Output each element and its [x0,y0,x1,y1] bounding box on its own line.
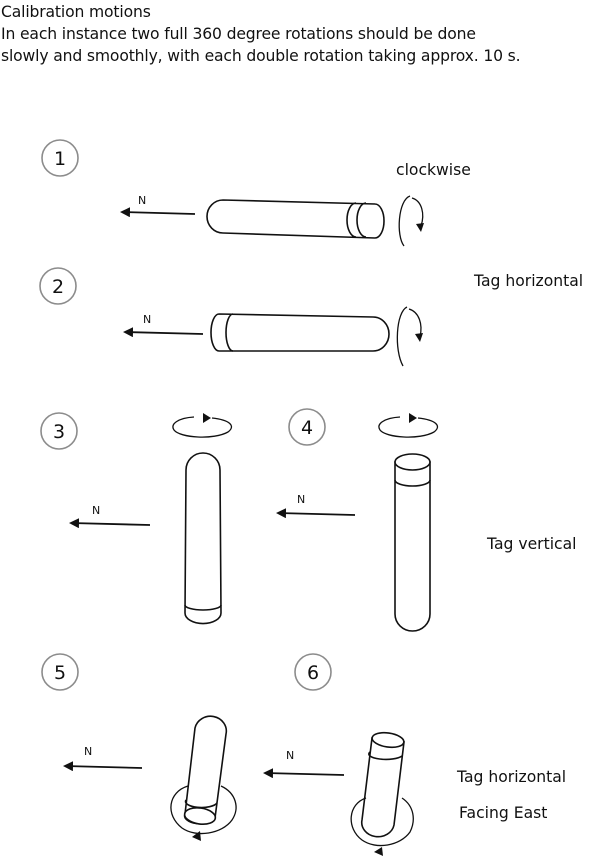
step-badge [39,267,77,305]
group-label-tag-horizontal: Tag horizontal [473,272,583,290]
step-number: 3 [53,421,65,443]
instruction-line-2: slowly and smoothly, with each double ro… [1,47,521,65]
step-number: 1 [54,148,66,170]
step-5: 5 N [41,653,237,841]
north-arrow [263,768,345,779]
step-number: 6 [307,662,319,684]
tag-cylinder [184,452,222,625]
step-6: 6 N [263,653,414,856]
horizontal-rotation-icon [378,413,439,438]
north-arrow [69,518,151,529]
step-badge [294,653,332,691]
step-4: 4 N [276,408,439,632]
tag-cylinder [183,715,228,826]
group-label-tag-vertical: Tag vertical [486,535,577,553]
step-1: 1 N clockwise [41,139,471,247]
group-label-tag-horizontal-2: Tag horizontal [456,768,566,786]
north-label: N [92,504,100,517]
north-label: N [138,194,146,207]
step-3: 3 N [40,412,233,625]
north-arrow [63,761,143,772]
rotation-direction-label: clockwise [396,161,471,179]
north-arrow [120,207,196,218]
step-number: 2 [52,276,64,298]
tilted-rotation-icon [170,785,237,841]
tag-cylinder [394,453,431,632]
clockwise-rotation-icon [396,306,423,367]
step-badge [41,653,79,691]
horizontal-rotation-icon [172,413,233,438]
instruction-line-1: In each instance two full 360 degree rot… [1,25,476,43]
north-arrow [123,327,204,338]
step-number: 5 [54,662,66,684]
north-label: N [143,313,151,326]
tilted-rotation-icon [350,797,414,856]
step-badge [288,408,326,446]
north-arrow [276,508,356,519]
group-label-facing-east: Facing East [459,804,547,822]
north-label: N [84,745,92,758]
step-badge [41,139,79,177]
tag-cylinder [206,199,385,239]
north-label: N [297,493,305,506]
tag-cylinder [210,313,390,352]
clockwise-rotation-icon [398,195,424,247]
north-label: N [286,749,294,762]
step-number: 4 [301,417,313,439]
step-badge [40,412,78,450]
tag-cylinder [360,731,405,838]
instructions: Calibration motions In each instance two… [1,1,595,67]
step-2: 2 N [39,267,423,367]
diagram-title: Calibration motions [1,3,151,21]
